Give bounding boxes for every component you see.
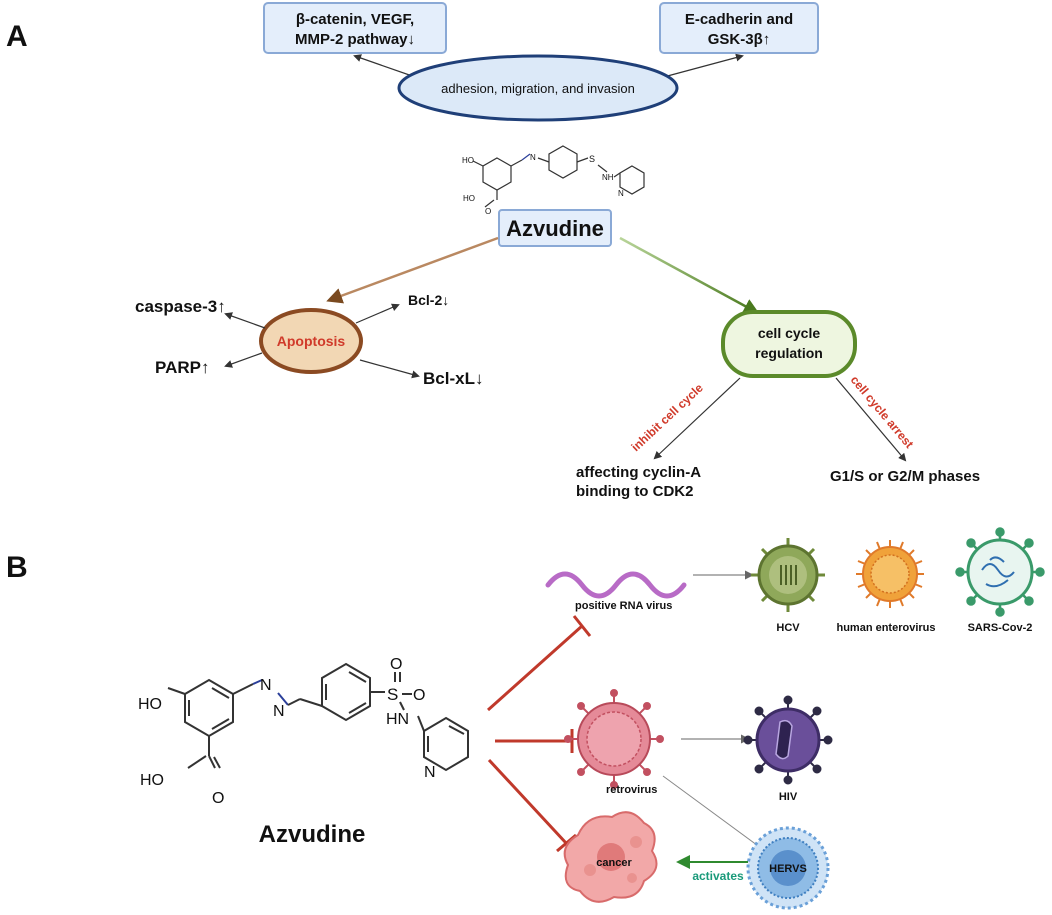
arrest-label: cell cycle arrest: [848, 373, 917, 451]
arrow-to-left-box: [353, 54, 419, 79]
sars-label: SARS-Cov-2: [968, 622, 1033, 634]
adhesion-ellipse: [397, 54, 679, 122]
large-structure-n1: N: [260, 677, 272, 694]
apoptosis-node: [259, 308, 363, 374]
panel-b-label: B: [6, 551, 28, 584]
arrow-inhibit: [653, 377, 741, 460]
rna-wave-icon: [545, 571, 687, 599]
adhesion-ellipse-label: adhesion, migration, and invasion: [441, 81, 635, 96]
top-left-box-line2: MMP-2 pathway↓: [295, 31, 415, 48]
cell-cycle-node: [721, 310, 857, 378]
cyclin-line1: affecting cyclin-A: [576, 464, 701, 481]
top-right-box-line2: GSK-3β↑: [708, 31, 771, 48]
azvudine-title-a: Azvudine: [506, 216, 604, 241]
large-structure-n2: N: [273, 703, 285, 720]
arrow-to-cell-cycle: [619, 236, 760, 314]
arrow-to-right-box: [659, 53, 744, 79]
phases-label: G1/S or G2/M phases: [830, 468, 980, 485]
bclxl-label: Bcl-xL↓: [423, 369, 483, 388]
top-left-box: [263, 2, 447, 54]
arrow-parp: [224, 352, 263, 368]
cyclin-line2: binding to CDK2: [576, 483, 693, 500]
small-structure-ho: HO: [462, 156, 474, 165]
large-structure-n-pyr: N: [424, 764, 436, 781]
large-structure-o: O: [212, 790, 224, 807]
caspase-label: caspase-3↑: [135, 297, 226, 316]
azvudine-structure-small: [472, 145, 645, 208]
panel-a-label: A: [6, 20, 28, 53]
small-structure-n-pyr: N: [618, 189, 624, 198]
activates-label: activates: [692, 869, 744, 883]
large-structure-s: S: [387, 685, 398, 704]
azvudine-box: [498, 209, 612, 247]
top-left-box-line1: β-catenin, VEGF,: [296, 11, 414, 28]
large-structure-o2: O: [413, 687, 425, 704]
azvudine-structure-large: [167, 662, 469, 772]
enterovirus-label: human enterovirus: [836, 622, 935, 634]
arrow-bclxl: [359, 359, 420, 379]
parp-label: PARP↑: [155, 358, 209, 377]
cell-cycle-line2: regulation: [755, 345, 823, 361]
top-right-box-line1: E-cadherin and: [685, 11, 793, 28]
small-structure-n: N: [530, 153, 536, 162]
top-right-box: [659, 2, 819, 54]
enterovirus-icon: [856, 540, 924, 608]
azvudine-title-b: Azvudine: [259, 821, 366, 848]
hervs-label: HERVS: [769, 863, 807, 875]
small-structure-s: S: [589, 154, 595, 164]
large-structure-hooc: HO: [140, 772, 164, 789]
small-structure-hooc: HO: [463, 194, 475, 203]
cancer-label: cancer: [596, 857, 632, 869]
hervs-virus-icon: [746, 826, 830, 910]
sars-cov-2-icon: [955, 527, 1045, 617]
arrow-to-apoptosis: [326, 236, 499, 304]
positive-rna-label: positive RNA virus: [575, 600, 672, 612]
arrow-arrest: [835, 377, 907, 462]
large-structure-o1: O: [390, 656, 402, 673]
small-structure-nh: NH: [602, 173, 614, 182]
hcv-label: HCV: [776, 622, 800, 634]
cancer-cells-icon: [563, 811, 658, 903]
inhibition-lines: [487, 615, 592, 853]
hcv-virus-icon: [751, 538, 825, 612]
small-structure-o: O: [485, 207, 491, 216]
large-structure-ho: HO: [138, 696, 162, 713]
inhibit-label: inhibit cell cycle: [628, 381, 706, 455]
apoptosis-label: Apoptosis: [277, 333, 346, 349]
hiv-virus-icon: [743, 695, 833, 785]
hiv-label: HIV: [779, 791, 798, 803]
retrovirus-icon: [564, 689, 664, 789]
bcl2-label: Bcl-2↓: [408, 292, 449, 308]
large-structure-hn: HN: [386, 711, 409, 728]
arrow-caspase: [224, 312, 266, 329]
arrow-bcl2: [355, 303, 400, 324]
retrovirus-label: retrovirus: [606, 784, 657, 796]
arrow-retro-to-hervs: [662, 775, 767, 853]
cell-cycle-line1: cell cycle: [758, 325, 820, 341]
